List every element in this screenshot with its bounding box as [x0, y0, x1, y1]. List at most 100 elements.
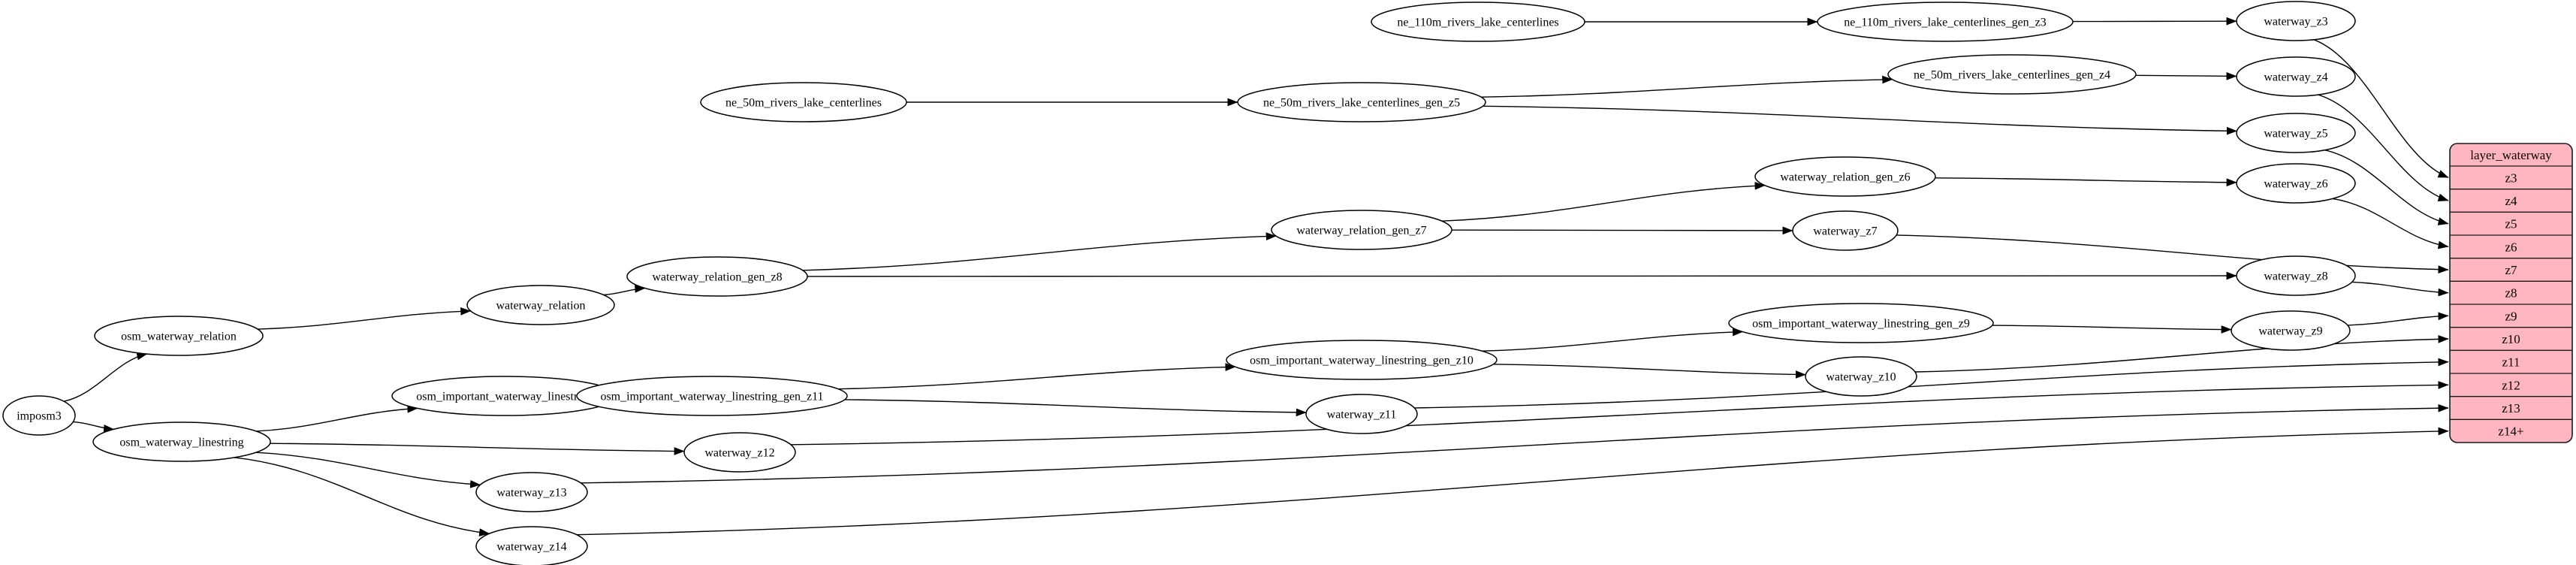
node-label: waterway_z12: [704, 447, 774, 460]
node-waterway_z10: waterway_z10: [1805, 356, 1917, 397]
node-label: waterway_z5: [2264, 128, 2327, 140]
node-waterway_z7: waterway_z7: [1792, 210, 1899, 251]
edge-waterway_relation_gen_z7-to-waterway_z7: [1451, 226, 1793, 235]
edge-imposm3-to-osm_waterway_linestring: [73, 421, 115, 433]
edge-osm_important_waterway_linestring_gen_z11-to-waterway_z11: [844, 399, 1307, 417]
edge-osm_waterway_linestring-to-waterway_z12: [270, 443, 685, 455]
node-label: waterway_z3: [2264, 16, 2327, 29]
node-label: waterway_z9: [2258, 325, 2322, 338]
node-label: waterway_relation_gen_z8: [652, 271, 782, 284]
edge-imposm3-to-osm_waterway_relation: [63, 352, 148, 402]
node-label: ne_110m_rivers_lake_centerlines: [1397, 17, 1558, 29]
node-ne_50m_rivers_lake_centerlines_gen_z5: ne_50m_rivers_lake_centerlines_gen_z5: [1237, 82, 1486, 122]
edge-osm_important_waterway_linestring_gen_z9-to-waterway_z9: [1992, 325, 2232, 334]
node-ne_50m_rivers_lake_centerlines_gen_z4: ne_50m_rivers_lake_centerlines_gen_z4: [1887, 54, 2137, 95]
node-osm_important_waterway_linestring_gen_z10: osm_important_waterway_linestring_gen_z1…: [1226, 340, 1498, 380]
node-label: waterway_relation_gen_z6: [1780, 171, 1910, 184]
edge-osm_waterway_linestring-to-waterway_z14: [234, 457, 490, 536]
record-row-z7: z7: [2505, 263, 2517, 277]
edge-waterway_z3-to-layer_waterway-z3: [2313, 39, 2449, 178]
node-label: ne_50m_rivers_lake_centerlines_gen_z5: [1263, 97, 1460, 110]
node-label: osm_important_waterway_linestring_gen_z1…: [600, 391, 823, 403]
edge-waterway_z12-to-layer_waterway-z12: [791, 381, 2449, 446]
node-waterway_z6: waterway_z6: [2236, 163, 2356, 204]
record-row-z8: z8: [2505, 286, 2517, 301]
edge-osm_waterway_linestring-to-osm_important_waterway_linestring: [256, 404, 418, 432]
node-ne_110m_rivers_lake_centerlines: ne_110m_rivers_lake_centerlines: [1371, 2, 1585, 42]
node-label: imposm3: [17, 410, 62, 423]
edge-waterway_z13-to-layer_waterway-z13: [581, 403, 2449, 484]
node-label: osm_important_waterway_linestring_gen_z1…: [1250, 355, 1474, 367]
edge-waterway_relation_gen_z7-to-waterway_relation_gen_z6: [1441, 182, 1766, 222]
record-row-z11: z11: [2502, 355, 2520, 370]
edge-osm_waterway_relation-to-waterway_relation: [258, 307, 472, 330]
node-osm_important_waterway_linestring_gen_z11: osm_important_waterway_linestring_gen_z1…: [576, 376, 848, 416]
node-label: waterway_z7: [1813, 225, 1877, 238]
record-title: layer_waterway: [2470, 148, 2552, 162]
node-label: waterway_z11: [1327, 409, 1397, 421]
record-row-z3: z3: [2505, 171, 2517, 185]
node-osm_waterway_linestring: osm_waterway_linestring: [92, 421, 271, 462]
node-waterway_z12: waterway_z12: [683, 432, 796, 473]
node-waterway_z11: waterway_z11: [1305, 394, 1418, 434]
node-waterway_relation: waterway_relation: [466, 285, 615, 325]
node-label: waterway_z10: [1826, 371, 1896, 384]
node-label: waterway_z13: [496, 487, 566, 500]
node-label: ne_50m_rivers_lake_centerlines: [725, 97, 882, 110]
node-label: waterway_relation: [496, 300, 585, 313]
node-waterway_relation_gen_z7: waterway_relation_gen_z7: [1271, 210, 1452, 250]
node-waterway_z8: waterway_z8: [2236, 255, 2356, 296]
node-waterway_z9: waterway_z9: [2231, 310, 2351, 351]
record-row-z13: z13: [2502, 401, 2520, 415]
edge-waterway_z4-to-layer_waterway-z4: [2318, 94, 2449, 202]
edge-ne_50m_rivers_lake_centerlines_gen_z5-to-ne_50m_rivers_lake_centerlines_gen_z4: [1481, 75, 1893, 98]
edge-ne_50m_rivers_lake_centerlines_gen_z5-to-waterway_z5: [1483, 105, 2237, 135]
node-label: waterway_z8: [2264, 270, 2327, 283]
record-row-z14+: z14+: [2498, 425, 2523, 439]
node-ne_110m_rivers_lake_centerlines_gen_z3: ne_110m_rivers_lake_centerlines_gen_z3: [1817, 2, 2074, 42]
node-label: waterway_z14: [496, 541, 566, 554]
layer-waterway-record: layer_waterwayz3z4z5z6z7z8z9z10z11z12z13…: [2449, 143, 2573, 443]
edge-waterway_z10-to-layer_waterway-z10: [1914, 334, 2449, 373]
record-row-z9: z9: [2505, 309, 2517, 323]
record-row-z4: z4: [2505, 194, 2517, 208]
edge-waterway_z8-to-layer_waterway-z8: [2351, 281, 2449, 297]
node-waterway_z13: waterway_z13: [475, 472, 588, 512]
node-label: ne_50m_rivers_lake_centerlines_gen_z4: [1914, 69, 2110, 82]
node-label: osm_waterway_relation: [121, 331, 237, 343]
node-label: osm_waterway_linestring: [119, 437, 243, 449]
node-osm_important_waterway_linestring_gen_z9: osm_important_waterway_linestring_gen_z9: [1728, 303, 1994, 343]
node-waterway_z4: waterway_z4: [2236, 56, 2356, 97]
node-waterway_z14: waterway_z14: [475, 526, 588, 565]
edge-waterway_relation-to-waterway_relation_gen_z8: [603, 285, 646, 296]
edge-osm_important_waterway_linestring_gen_z11-to-osm_important_waterway_linestring_gen_z10: [837, 363, 1236, 390]
record-row-z10: z10: [2502, 332, 2520, 346]
edge-osm_important_waterway_linestring_gen_z10-to-osm_important_waterway_linestring_gen_z9: [1482, 328, 1744, 352]
edge-osm_waterway_linestring-to-waterway_z13: [255, 452, 481, 488]
record-row-z5: z5: [2505, 217, 2517, 231]
edge-ne_50m_rivers_lake_centerlines_gen_z4-to-waterway_z4: [2135, 71, 2237, 80]
edge-waterway_z14-to-layer_waterway-z14+: [576, 427, 2449, 536]
node-waterway_z5: waterway_z5: [2236, 113, 2356, 153]
record-background: [2449, 143, 2573, 443]
node-label: ne_110m_rivers_lake_centerlines_gen_z3: [1844, 17, 2047, 29]
node-waterway_relation_gen_z8: waterway_relation_gen_z8: [626, 256, 808, 297]
edge-waterway_z11-to-layer_waterway-z11: [1414, 358, 2449, 409]
node-label: osm_important_waterway_linestring: [416, 391, 593, 403]
edge-osm_important_waterway_linestring_gen_z10-to-waterway_z10: [1493, 364, 1806, 379]
record-row-z6: z6: [2505, 240, 2517, 254]
node-label: osm_important_waterway_linestring_gen_z9: [1752, 318, 1970, 331]
node-osm_waterway_relation: osm_waterway_relation: [94, 316, 264, 356]
edge-waterway_z7-to-layer_waterway-z7: [1896, 234, 2449, 274]
edges-layer: [63, 17, 2449, 536]
node-imposm3: imposm3: [2, 395, 76, 436]
node-label: waterway_relation_gen_z7: [1296, 225, 1426, 237]
edge-waterway_relation_gen_z6-to-waterway_z6: [1935, 177, 2237, 187]
edge-waterway_relation_gen_z8-to-waterway_relation_gen_z7: [802, 232, 1277, 271]
node-waterway_relation_gen_z6: waterway_relation_gen_z6: [1754, 156, 1936, 197]
edge-waterway_z5-to-layer_waterway-z5: [2324, 150, 2449, 225]
node-label: waterway_z4: [2264, 71, 2327, 84]
node-waterway_z3: waterway_z3: [2236, 1, 2356, 41]
